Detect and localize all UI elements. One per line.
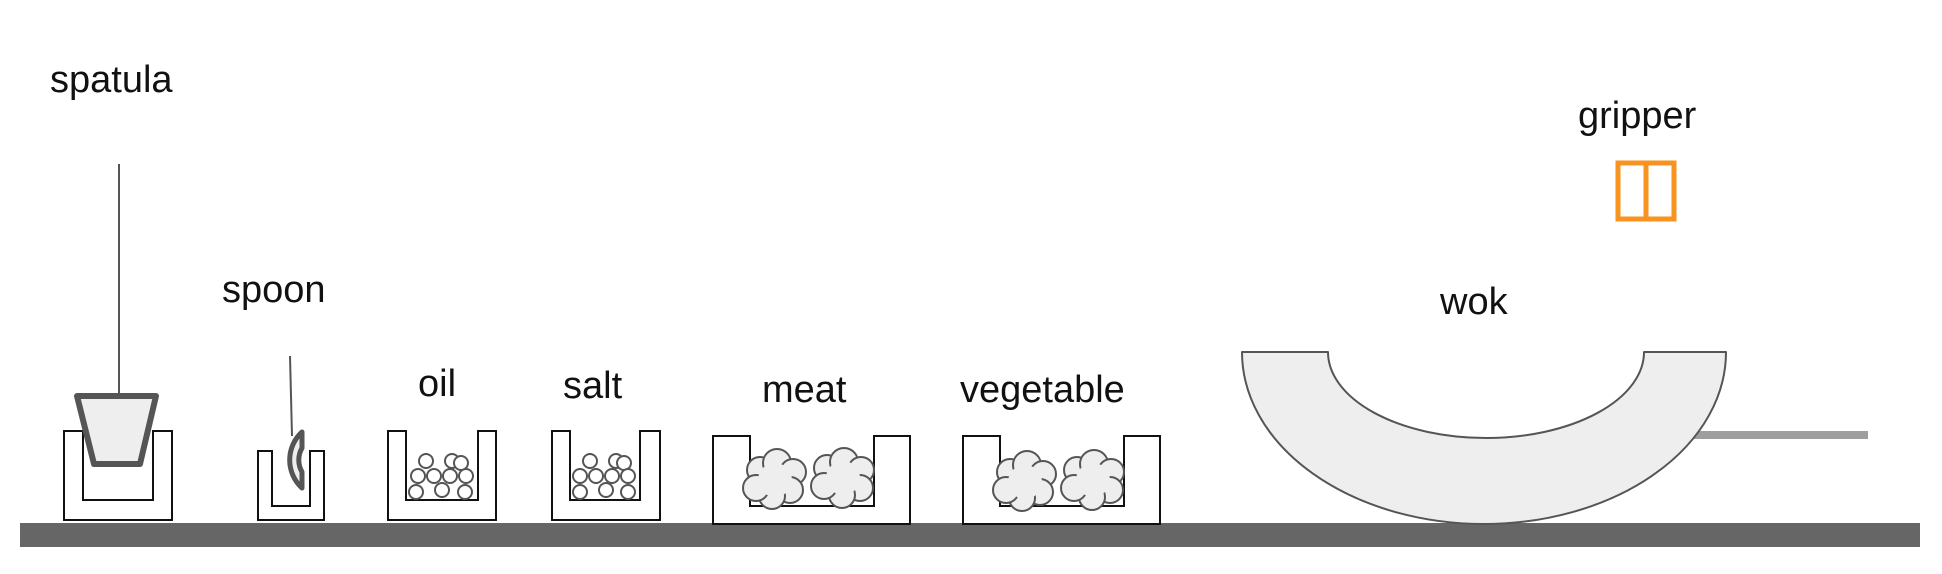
oil-label: oil	[418, 363, 456, 405]
table-surface	[20, 523, 1920, 547]
spatula[interactable]	[74, 164, 159, 467]
wok-label: wok	[1439, 281, 1509, 323]
spoon-label: spoon	[222, 269, 326, 311]
salt-contents	[572, 453, 636, 500]
salt-container[interactable]	[551, 430, 661, 521]
gripper[interactable]	[1615, 160, 1677, 222]
vegetable-contents	[992, 449, 1125, 512]
meat-label: meat	[762, 369, 847, 411]
spatula-label: spatula	[50, 59, 173, 101]
meat-contents	[742, 447, 875, 510]
salt-label: salt	[563, 365, 623, 407]
spoon-holder	[257, 450, 325, 521]
gripper-label: gripper	[1578, 95, 1697, 137]
wok[interactable]	[1241, 351, 1868, 525]
oil-container[interactable]	[387, 430, 497, 521]
spatula-holder	[63, 430, 173, 521]
vegetable-container[interactable]	[962, 435, 1161, 525]
meat-container[interactable]	[712, 435, 911, 525]
vegetable-label: vegetable	[960, 369, 1125, 411]
spoon[interactable]	[287, 355, 305, 491]
oil-contents	[408, 453, 474, 500]
